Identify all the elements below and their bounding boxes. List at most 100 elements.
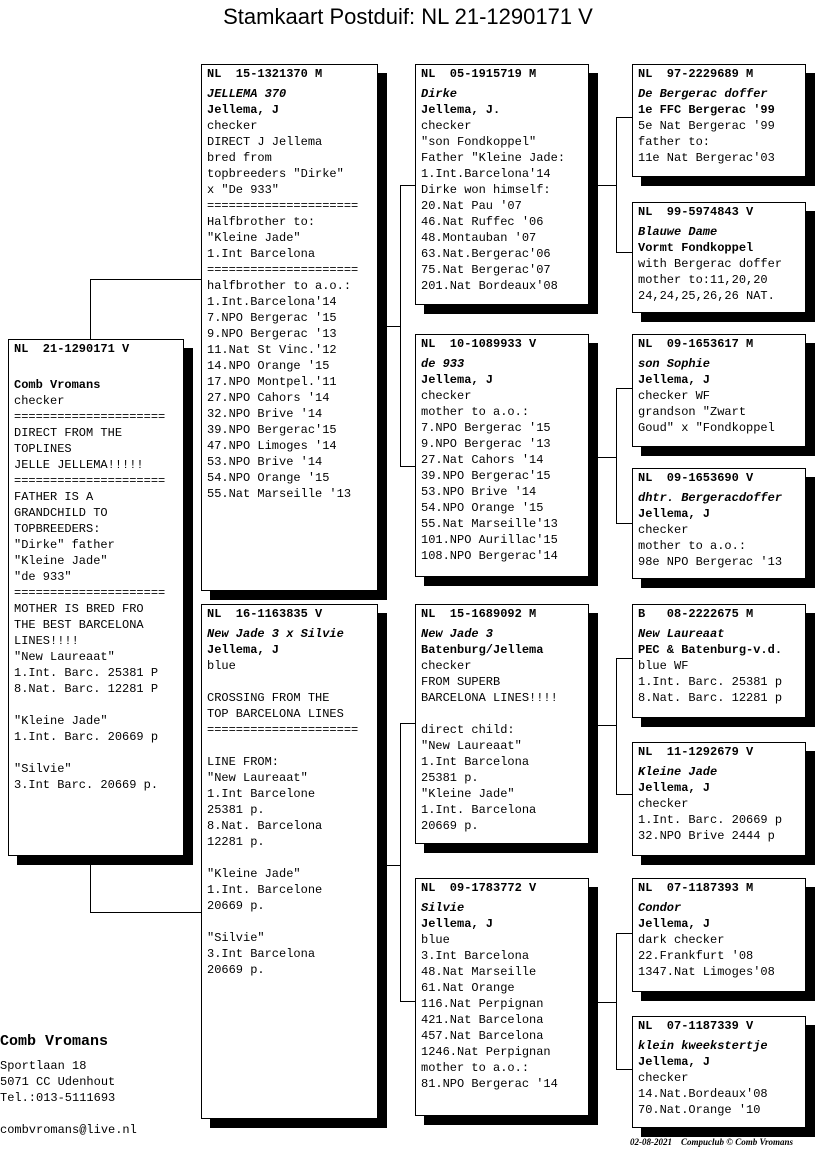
info-line: 20669 p. <box>207 899 265 913</box>
info-line: 22.Frankfurt '08 <box>638 949 754 963</box>
info-line: 1.Int. Barc. 20669 p <box>638 813 783 827</box>
info-line: bred from <box>207 151 272 165</box>
info-line: FATHER IS A <box>14 490 94 504</box>
breeder-name: Jellema, J <box>207 103 280 117</box>
info-line: 17.NPO Montpel.'11 <box>207 375 337 389</box>
info-line: father to: <box>638 135 711 149</box>
info-line <box>207 914 372 930</box>
info-line: TOP BARCELONA LINES <box>207 707 344 721</box>
info-line: 1.Int. Barcelona <box>421 803 537 817</box>
info-line: 55.Nat Marseille '13 <box>207 487 352 501</box>
pigeon-name: JELLEMA 370 <box>207 87 287 101</box>
info-line: Goud" x "Fondkoppel <box>638 421 775 435</box>
pigeon-name: son Sophie <box>638 357 711 371</box>
info-line: mother to:11,20,20 <box>638 273 768 287</box>
breeder-name: Jellema, J <box>638 507 711 521</box>
info-line: 54.NPO Orange '15 <box>207 471 330 485</box>
info-line: "New Laureaat" <box>14 650 115 664</box>
info-line: "son Fondkoppel" <box>421 135 537 149</box>
ring-number: NL 05-1915719 M <box>421 67 537 81</box>
breeder-name: Batenburg/Jellema <box>421 643 544 657</box>
info-line: "Silvie" <box>14 762 72 776</box>
info-line: 1.Int. Barc. 25381 P <box>14 666 159 680</box>
info-line: "Kleine Jade" <box>207 231 301 245</box>
pigeon-name: klein kweekstertje <box>638 1039 768 1053</box>
breeder-name: Jellema, J <box>207 643 280 657</box>
info-line: checker <box>14 394 65 408</box>
connector-sire-parents <box>386 185 415 467</box>
info-line: "Kleine Jade" <box>207 867 301 881</box>
connector-sire-sire-parents <box>597 117 632 253</box>
info-line: DIRECT J Jellema <box>207 135 323 149</box>
info-line: mother to a.o.: <box>638 539 747 553</box>
info-line: 101.NPO Aurillac'15 <box>421 533 558 547</box>
info-line: LINES!!!! <box>14 634 79 648</box>
info-line: 8.Nat. Barcelona <box>207 819 323 833</box>
info-line: checker <box>421 119 472 133</box>
info-line: 55.Nat Marseille'13 <box>421 517 558 531</box>
breeder-name: Jellema, J <box>421 917 494 931</box>
pigeon-name: New Laureaat <box>638 627 725 641</box>
ring-number: NL 99-5974843 V <box>638 205 754 219</box>
info-line: 457.Nat Barcelona <box>421 1029 544 1043</box>
info-line: 201.Nat Bordeaux'08 <box>421 279 558 293</box>
info-line: "New Laureaat" <box>421 739 522 753</box>
info-line <box>14 745 178 761</box>
ring-number: NL 07-1187339 V <box>638 1019 754 1033</box>
info-line: ===================== <box>207 723 359 737</box>
owner-email[interactable]: combvromans@live.nl <box>0 1123 137 1137</box>
info-line: 27.NPO Cahors '14 <box>207 391 330 405</box>
pigeon-name: Kleine Jade <box>638 765 718 779</box>
info-line: 1.Int Barcelone <box>207 787 316 801</box>
info-line: 3.Int Barcelona <box>207 947 316 961</box>
breeder-name: Jellema, J. <box>421 103 501 117</box>
info-line: 421.Nat Barcelona <box>421 1013 544 1027</box>
info-line: 108.NPO Bergerac'14 <box>421 549 558 563</box>
info-line: 1.Int. Barc. 25381 p <box>638 675 783 689</box>
breeder-name: Jellema, J <box>638 373 711 387</box>
footer: 02-08-2021 Compuclub © Comb Vromans <box>630 1137 793 1147</box>
info-line: 53.NPO Brive '14 <box>207 455 323 469</box>
info-line: ===================== <box>14 586 166 600</box>
info-line: with Bergerac doffer <box>638 257 783 271</box>
info-line: CROSSING FROM THE <box>207 691 330 705</box>
info-line: 75.Nat Bergerac'07 <box>421 263 551 277</box>
info-line <box>207 850 372 866</box>
info-line: x "De 933" <box>207 183 280 197</box>
info-line: direct child: <box>421 723 515 737</box>
info-line: 12281 p. <box>207 835 265 849</box>
info-line: 53.NPO Brive '14 <box>421 485 537 499</box>
ring-number: NL 97-2229689 M <box>638 67 754 81</box>
info-line <box>421 706 583 722</box>
info-line: 8.Nat. Barc. 12281 P <box>14 682 159 696</box>
info-line: Father "Kleine Jade: <box>421 151 566 165</box>
info-line: BARCELONA LINES!!!! <box>421 691 558 705</box>
info-line: "Kleine Jade" <box>14 714 108 728</box>
info-line: 47.NPO Limoges '14 <box>207 439 337 453</box>
info-line: 9.NPO Bergerac '13 <box>421 437 551 451</box>
info-line: ===================== <box>14 474 166 488</box>
ring-number: NL 16-1163835 V <box>207 607 323 621</box>
info-line: 39.NPO Bergerac'15 <box>207 423 337 437</box>
info-line: checker <box>421 659 472 673</box>
info-line: 63.Nat.Bergerac'06 <box>421 247 551 261</box>
info-line: MOTHER IS BRED FRO <box>14 602 144 616</box>
info-line: TOPBREEDERS: <box>14 522 101 536</box>
pigeon-name: dhtr. Bergeracdoffer <box>638 491 783 505</box>
pigeon-name: New Jade 3 <box>421 627 494 641</box>
pigeon-name: Condor <box>638 901 682 915</box>
owner-city: 5071 CC Udenhout <box>0 1075 116 1089</box>
connector-dam-parents <box>386 723 415 1002</box>
connector-subject-dam <box>90 864 201 913</box>
pigeon-name: de 933 <box>421 357 465 371</box>
info-line: 25381 p. <box>421 771 479 785</box>
info-line: blue WF <box>638 659 689 673</box>
info-line: ===================== <box>207 263 359 277</box>
info-line: blue <box>421 933 450 947</box>
info-line: checker WF <box>638 389 711 403</box>
